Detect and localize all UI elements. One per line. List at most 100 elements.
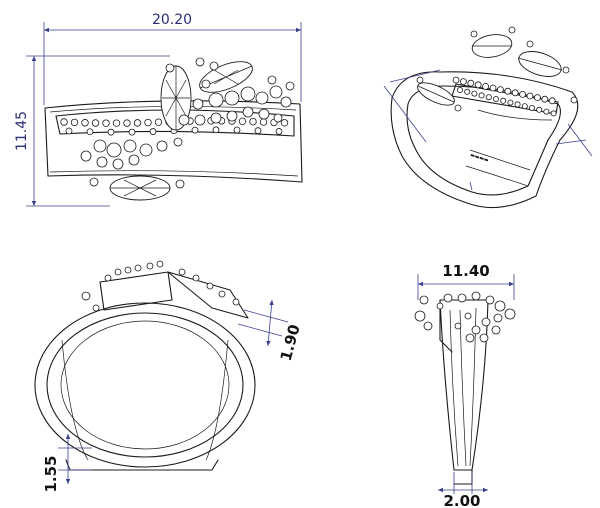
bead [504, 87, 512, 95]
bead [507, 99, 514, 106]
bead [519, 91, 526, 98]
pave-stone [154, 118, 163, 126]
bead [165, 63, 175, 73]
bead [514, 101, 521, 108]
end-view: 11.40 2.00 [414, 262, 516, 508]
bead [443, 293, 453, 303]
bead [491, 325, 501, 335]
bead [467, 79, 475, 87]
front-view: 20.20 11.45 [14, 12, 303, 207]
bead [494, 300, 506, 312]
pave-stone [102, 119, 110, 127]
bead [543, 108, 550, 115]
bead [459, 78, 467, 85]
pave-stone [275, 128, 283, 135]
bead [481, 317, 491, 327]
pave-stone [112, 119, 121, 127]
bead [562, 66, 570, 74]
front-bead-cluster [80, 57, 295, 189]
pave-stone [233, 126, 241, 134]
pave-stone [259, 118, 268, 126]
bead [255, 91, 269, 105]
bead [489, 84, 497, 92]
bead [194, 114, 206, 126]
bead [492, 96, 499, 103]
bead [414, 310, 426, 322]
bead [280, 96, 292, 108]
bead [139, 143, 153, 157]
bead [134, 264, 142, 272]
bead [92, 304, 100, 312]
dim-front-height: 11.45 [14, 111, 30, 151]
bead [112, 158, 124, 170]
bead [493, 313, 503, 323]
dim-side-base-thickness: 1.55 [42, 455, 60, 492]
bead [175, 179, 185, 189]
bead [267, 75, 277, 85]
bead [541, 95, 549, 103]
bead [218, 290, 226, 298]
bead [521, 103, 528, 110]
bead [419, 295, 429, 305]
pave-stone [133, 119, 142, 127]
dim-end-width: 11.40 [442, 262, 489, 280]
pave-stone [254, 127, 262, 135]
bead [195, 57, 205, 67]
side-bead-cluster [81, 260, 240, 312]
iso-brand-mark: ▬▬▬▬ [469, 152, 489, 164]
bead [81, 291, 91, 301]
bead [534, 94, 541, 101]
bead [285, 81, 295, 91]
pave-stone [70, 118, 79, 127]
bead [496, 86, 504, 93]
dim-side-band-thickness: 1.90 [277, 322, 304, 362]
bead [208, 92, 224, 108]
bead [570, 96, 578, 104]
pave-stone [212, 126, 220, 134]
bead [526, 40, 534, 48]
bead [240, 86, 256, 102]
bead [500, 97, 507, 104]
bead [529, 105, 536, 112]
bead [201, 79, 211, 89]
bead [123, 139, 137, 153]
bead [456, 87, 463, 94]
bead [273, 113, 283, 123]
bead [80, 150, 92, 162]
bead [226, 110, 238, 122]
bead [471, 325, 481, 335]
bead [479, 333, 489, 343]
bead [232, 298, 240, 306]
pave-stone [280, 119, 289, 127]
bead [258, 108, 270, 120]
bead [464, 88, 471, 95]
bead [178, 268, 186, 276]
bead [114, 268, 122, 276]
bead [192, 274, 200, 282]
iso-bead-cluster [416, 26, 578, 117]
isometric-view: ▬▬▬▬ [383, 26, 593, 209]
end-bead-cluster [414, 291, 516, 343]
bead [465, 333, 475, 343]
bead [454, 322, 462, 330]
bead [550, 110, 557, 117]
pave-stone [149, 128, 157, 135]
bead [436, 302, 444, 310]
pave-stone [91, 119, 100, 127]
bead [536, 106, 543, 113]
bead [96, 156, 108, 168]
pave-stone [65, 127, 73, 135]
bead [178, 114, 190, 126]
bead [454, 104, 462, 112]
bead [269, 85, 283, 99]
bead [156, 140, 168, 152]
bead [423, 321, 433, 331]
pave-stone [60, 118, 68, 126]
bead [471, 90, 478, 97]
bead [106, 142, 122, 158]
bead [224, 90, 240, 106]
bead [482, 83, 490, 90]
bead [504, 308, 516, 320]
bead [93, 139, 107, 153]
